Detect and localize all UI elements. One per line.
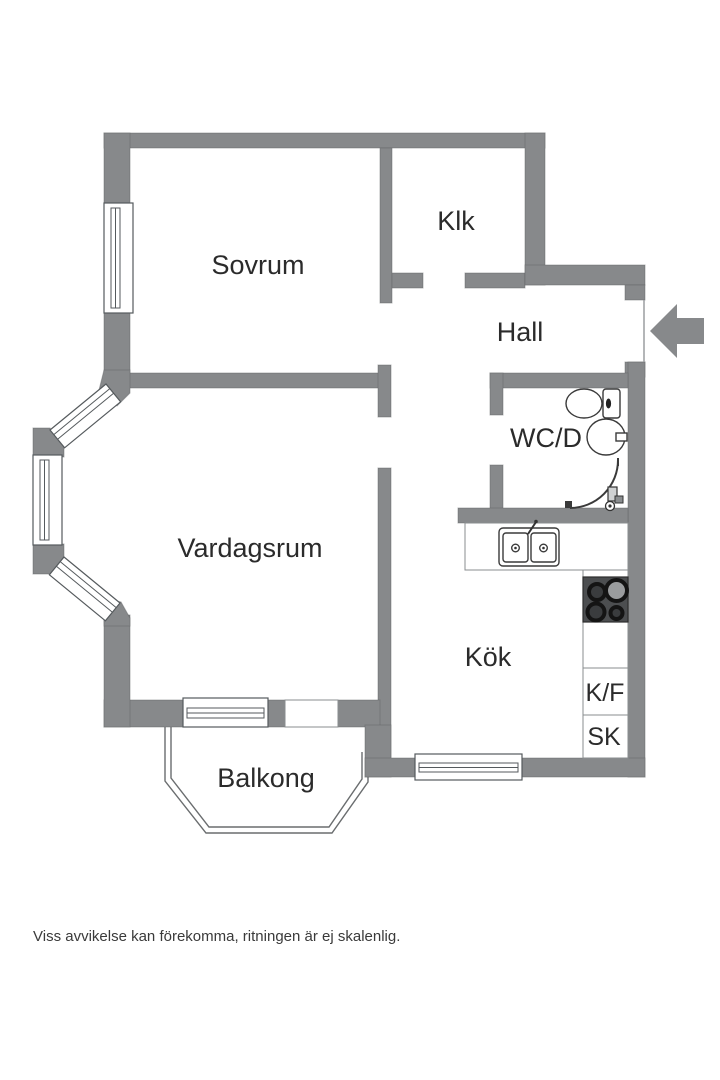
room-label-balkong: Balkong [217,763,315,793]
wall-bay-upper-corner [32,427,65,458]
wall-sovrum-klk [379,147,393,304]
window-icon [103,202,134,314]
wall-klk-right [524,132,546,286]
wall-right-outer [627,361,646,778]
wall-entrance-jamb-top [624,284,646,301]
wall-top-right [524,264,646,286]
windows [32,202,523,781]
stove-icon [582,576,629,623]
wall-sovrum-vardagsrum [111,372,381,389]
room-label-vardagsrum: Vardagsrum [177,533,322,563]
room-label-wcd: WC/D [510,423,582,453]
wall-left-mid [103,312,131,376]
room-label-klk: Klk [437,206,475,236]
wall-counter [457,507,629,524]
wall-wcd-left-upper [489,372,504,416]
walls [32,132,646,778]
bathroom-fixtures [565,388,628,512]
wall-bottom-mid [337,699,381,728]
toilet-icon [565,388,621,419]
kitchen-fixtures [464,519,629,759]
shower-mixer-icon [604,486,624,512]
bay-window-upper-icon [49,383,122,449]
bathroom-sink-icon [586,418,628,456]
balcony-door-icon [182,697,269,728]
room-label-hall: Hall [497,317,544,347]
wall-top [103,132,546,149]
shower-icon [565,458,619,509]
room-label-sovrum: Sovrum [211,250,304,280]
wall-balcony-jamb [267,699,286,728]
wall-klk-bottom-left [391,272,424,289]
cell-label-kf: K/F [586,679,625,707]
kitchen-sink-icon [498,519,560,567]
entrance-arrow-icon [650,304,704,358]
wall-klk-bottom-right [464,272,526,289]
disclaimer-text: Viss avvikelse kan förekomma, ritningen … [33,928,401,945]
window-icon [32,454,63,546]
room-label-kok: Kök [465,642,512,672]
side-window-icon [284,699,339,728]
wall-wcd-top [489,372,629,389]
cell-label-sk: SK [587,723,621,751]
wall-bay-upper-connector [98,369,131,407]
room-labels: Sovrum Klk Hall WC/D Vardagsrum Kök K/F … [177,206,624,793]
bay-window-lower-icon [48,556,121,622]
wall-left-upper [103,132,131,204]
wall-left-lower [103,614,131,728]
wall-endcap [377,364,392,418]
kitchen-window-icon [414,753,523,781]
